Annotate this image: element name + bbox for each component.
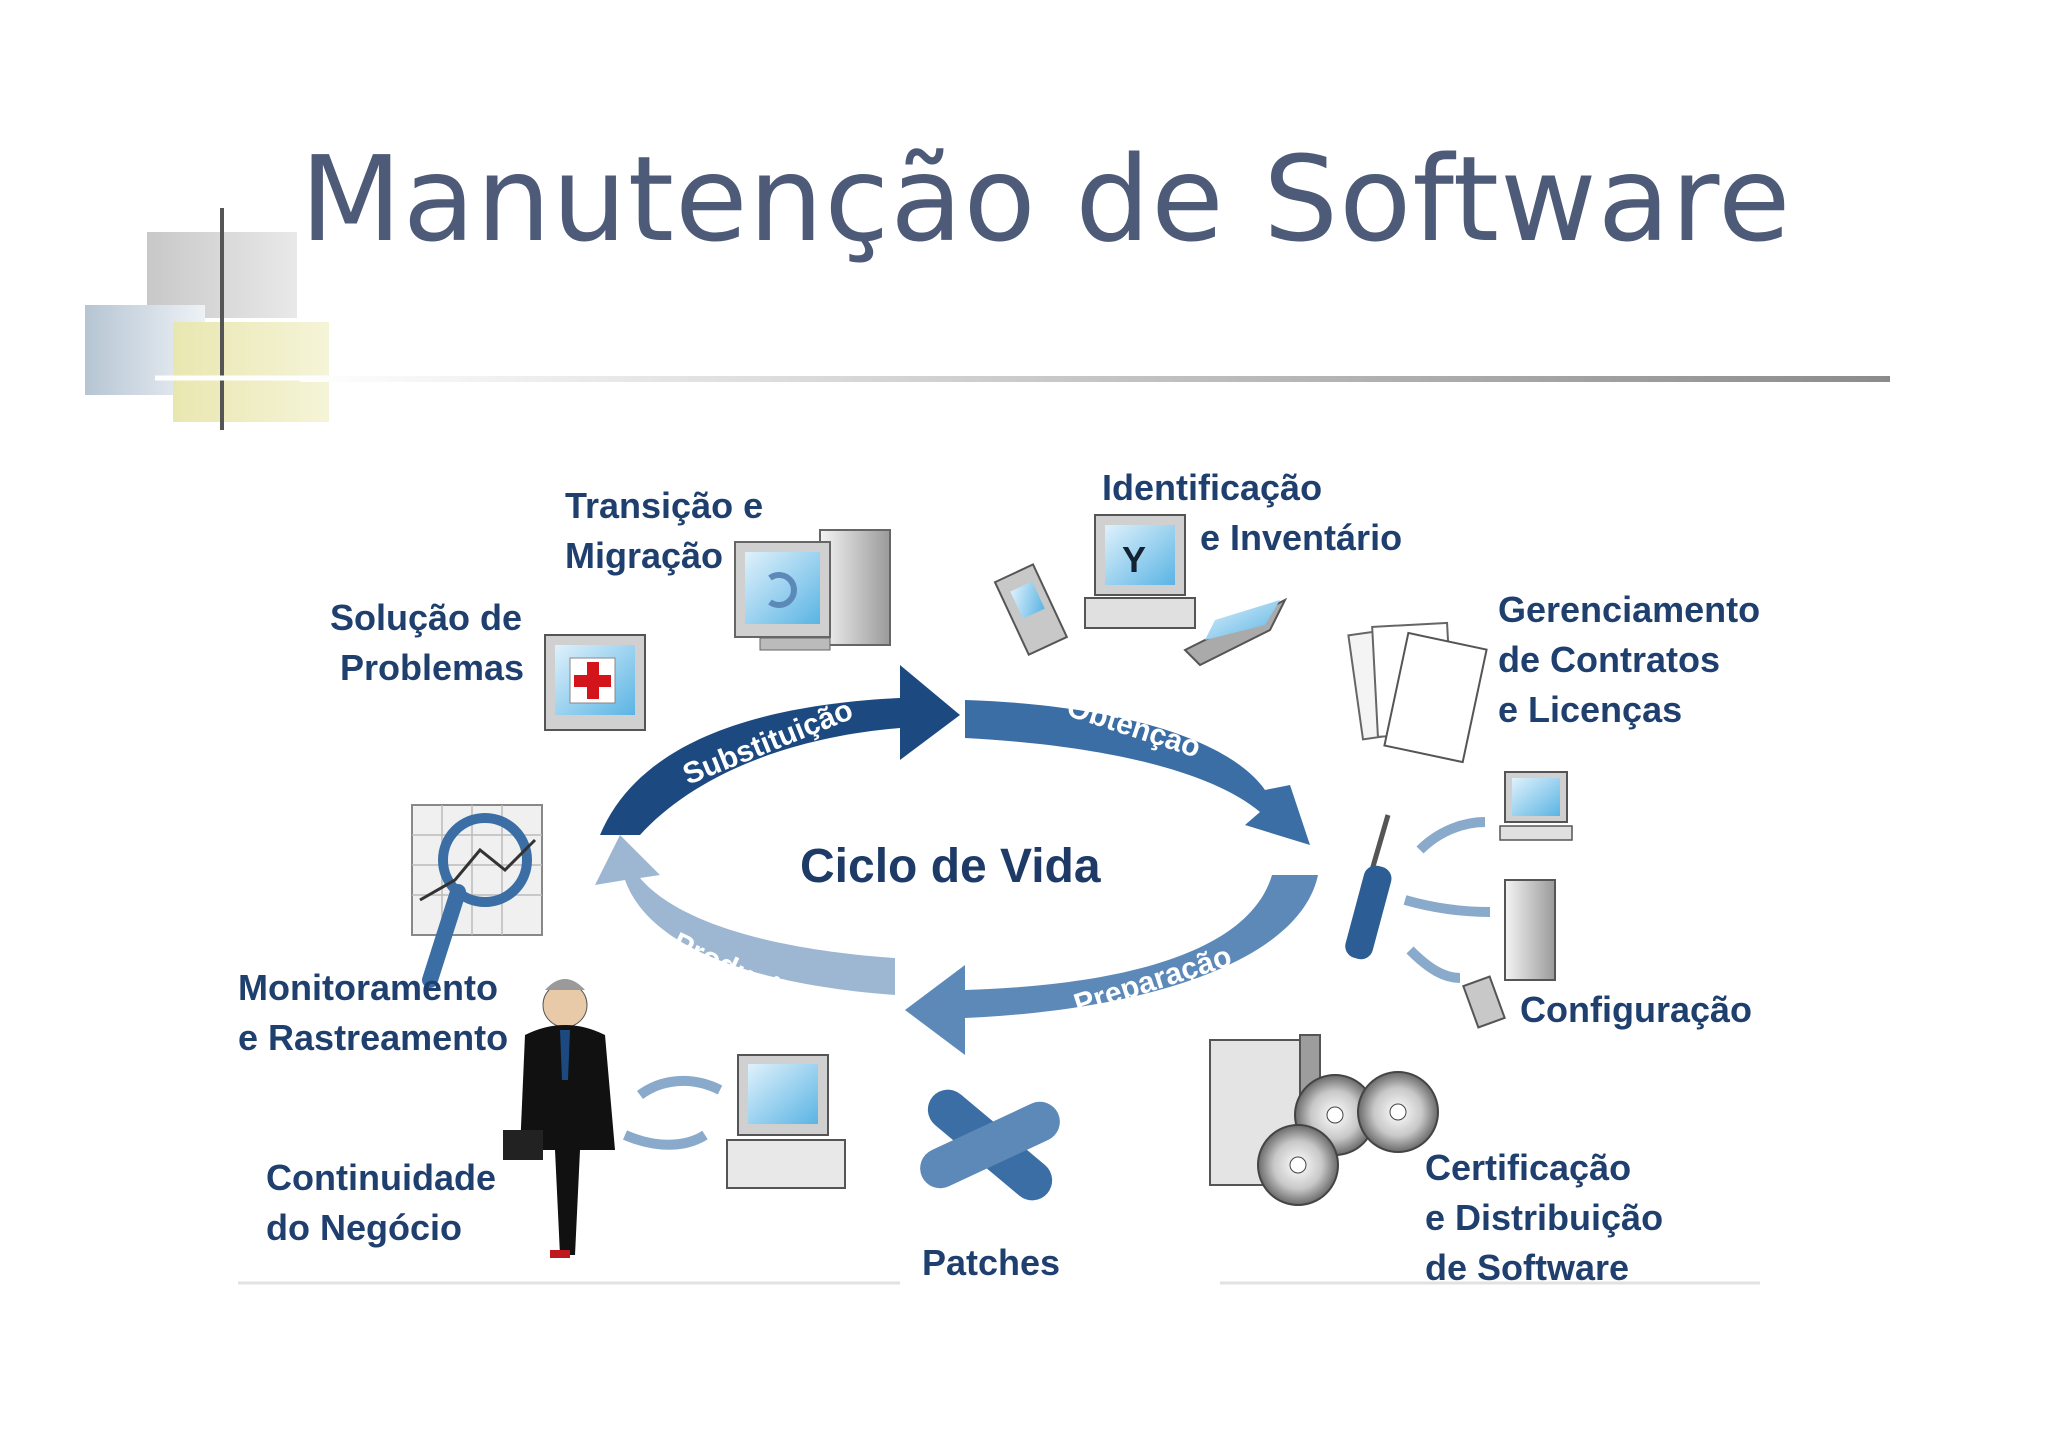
label-continuidade-2: do Negócio: [266, 1207, 462, 1248]
exchange-arrows-icon: [623, 1075, 723, 1150]
businessman-icon: [503, 979, 615, 1258]
label-continuidade-1: Continuidade: [266, 1157, 496, 1198]
label-certificacao-2: e Distribuição: [1425, 1197, 1663, 1238]
title-divider: [300, 376, 1890, 382]
inventory-devices-icon: Y: [993, 514, 1288, 667]
label-identificacao-2: e Inventário: [1200, 517, 1402, 558]
first-aid-monitor-icon: [544, 634, 646, 731]
center-label: Ciclo de Vida: [800, 840, 1101, 893]
label-identificacao-1: Identificação: [1102, 467, 1322, 508]
svg-text:Y: Y: [1122, 539, 1146, 580]
desktop-computer-icon: [726, 1054, 846, 1189]
arrow-obtencao: [965, 700, 1310, 845]
arrow-substituicao: [600, 665, 960, 835]
label-gerenciamento-3: e Licenças: [1498, 689, 1682, 730]
magnifier-chart-icon: [411, 804, 543, 988]
documents-icon: [1347, 621, 1488, 764]
label-transicao-1: Transição e: [565, 485, 763, 526]
label-configuracao: Configuração: [1520, 989, 1752, 1030]
label-solucao-2: Problemas: [340, 647, 524, 688]
label-transicao-2: Migração: [565, 535, 723, 576]
label-certificacao-1: Certificação: [1425, 1147, 1631, 1188]
arrow-producao: [595, 835, 895, 995]
label-gerenciamento-2: de Contratos: [1498, 639, 1720, 680]
label-certificacao-3: de Software: [1425, 1247, 1629, 1288]
label-gerenciamento-1: Gerenciamento: [1498, 589, 1760, 630]
label-monitoramento-2: e Rastreamento: [238, 1017, 508, 1058]
label-monitoramento-1: Monitoramento: [238, 967, 498, 1008]
label-patches: Patches: [922, 1242, 1060, 1283]
page-title: Manutenção de Software: [300, 130, 1792, 268]
bandage-icon: [920, 1089, 1060, 1201]
label-solucao-1: Solução de: [330, 597, 522, 638]
screwdriver-devices-icon: [1345, 771, 1573, 1029]
arrow-preparacao: [905, 875, 1318, 1055]
software-box-discs-icon: [1209, 1034, 1439, 1206]
monitor-tower-icon: [734, 529, 891, 651]
